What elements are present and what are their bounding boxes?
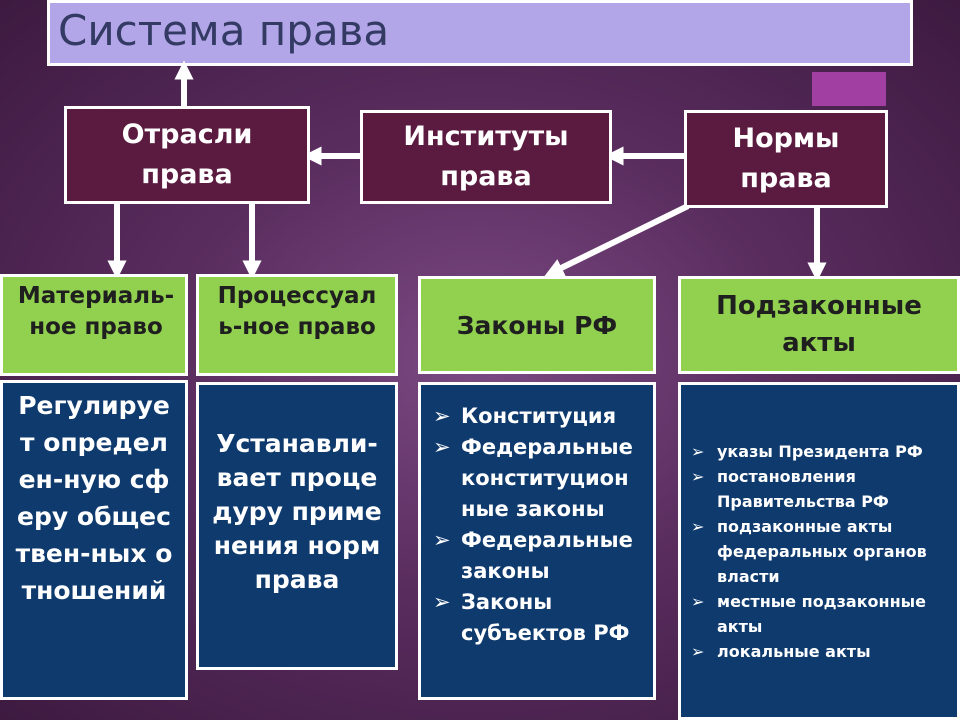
material-law-box: Материаль-ное право: [0, 274, 188, 376]
bylaws-list: ➢ указы Президента РФ ➢ постановления Пр…: [681, 385, 957, 664]
chevron-check-icon: ➢: [691, 592, 705, 611]
bylaws-list-box: ➢ указы Президента РФ ➢ постановления Пр…: [678, 382, 960, 720]
title-bar: [47, 0, 913, 66]
norms-label: Нормы права: [732, 123, 840, 194]
branches-box: Отрасли права: [64, 106, 310, 204]
chevron-check-icon: ➢: [433, 435, 451, 459]
branches-label: Отрасли права: [121, 119, 253, 190]
page-title: Система права: [58, 6, 390, 55]
list-item: ➢ подзаконные акты федеральных органов в…: [691, 514, 945, 589]
list-item: ➢ постановления Правительства РФ: [691, 464, 945, 514]
procedural-desc-box: Устанавли-вает процедуру применения норм…: [196, 382, 398, 670]
material-desc-box: Регулирует определен-ную сферу обществен…: [0, 380, 188, 700]
decorative-accent: [812, 72, 886, 106]
norms-box: Нормы права: [684, 110, 888, 208]
bylaws-label: Подзаконные акты: [716, 291, 922, 358]
list-item: ➢ Законы субъектов РФ: [433, 587, 643, 649]
laws-rf-box: Законы РФ: [418, 276, 656, 374]
laws-list: ➢ Конституция ➢ Федеральные конституцион…: [421, 385, 653, 649]
chevron-check-icon: ➢: [691, 467, 705, 486]
institutes-label: Институты права: [403, 121, 569, 192]
laws-list-box: ➢ Конституция ➢ Федеральные конституцион…: [418, 382, 656, 700]
list-item: ➢ Конституция: [433, 401, 643, 432]
chevron-check-icon: ➢: [691, 517, 705, 536]
list-item: ➢ локальные акты: [691, 639, 945, 664]
list-item: ➢ местные подзаконные акты: [691, 589, 945, 639]
arrow-norms-to-laws: [544, 203, 690, 277]
procedural-law-label: Процессуаль-ное право: [217, 283, 377, 340]
institutes-box: Институты права: [360, 110, 612, 204]
chevron-check-icon: ➢: [691, 442, 705, 461]
list-item: ➢ Федеральные конституционные законы: [433, 432, 643, 525]
list-item: ➢ указы Президента РФ: [691, 439, 945, 464]
chevron-check-icon: ➢: [433, 404, 451, 428]
chevron-check-icon: ➢: [433, 528, 451, 552]
bylaws-box: Подзаконные акты: [678, 276, 960, 374]
material-law-label: Материаль-ное право: [17, 283, 175, 340]
chevron-check-icon: ➢: [433, 590, 451, 614]
material-desc-text: Регулирует определен-ную сферу обществен…: [15, 391, 173, 605]
laws-rf-label: Законы РФ: [456, 310, 618, 340]
procedural-law-box: Процессуаль-ное право: [196, 274, 398, 376]
list-item: ➢ Федеральные законы: [433, 525, 643, 587]
procedural-desc-text: Устанавли-вает процедуру применения норм…: [212, 429, 382, 594]
chevron-check-icon: ➢: [691, 642, 705, 661]
